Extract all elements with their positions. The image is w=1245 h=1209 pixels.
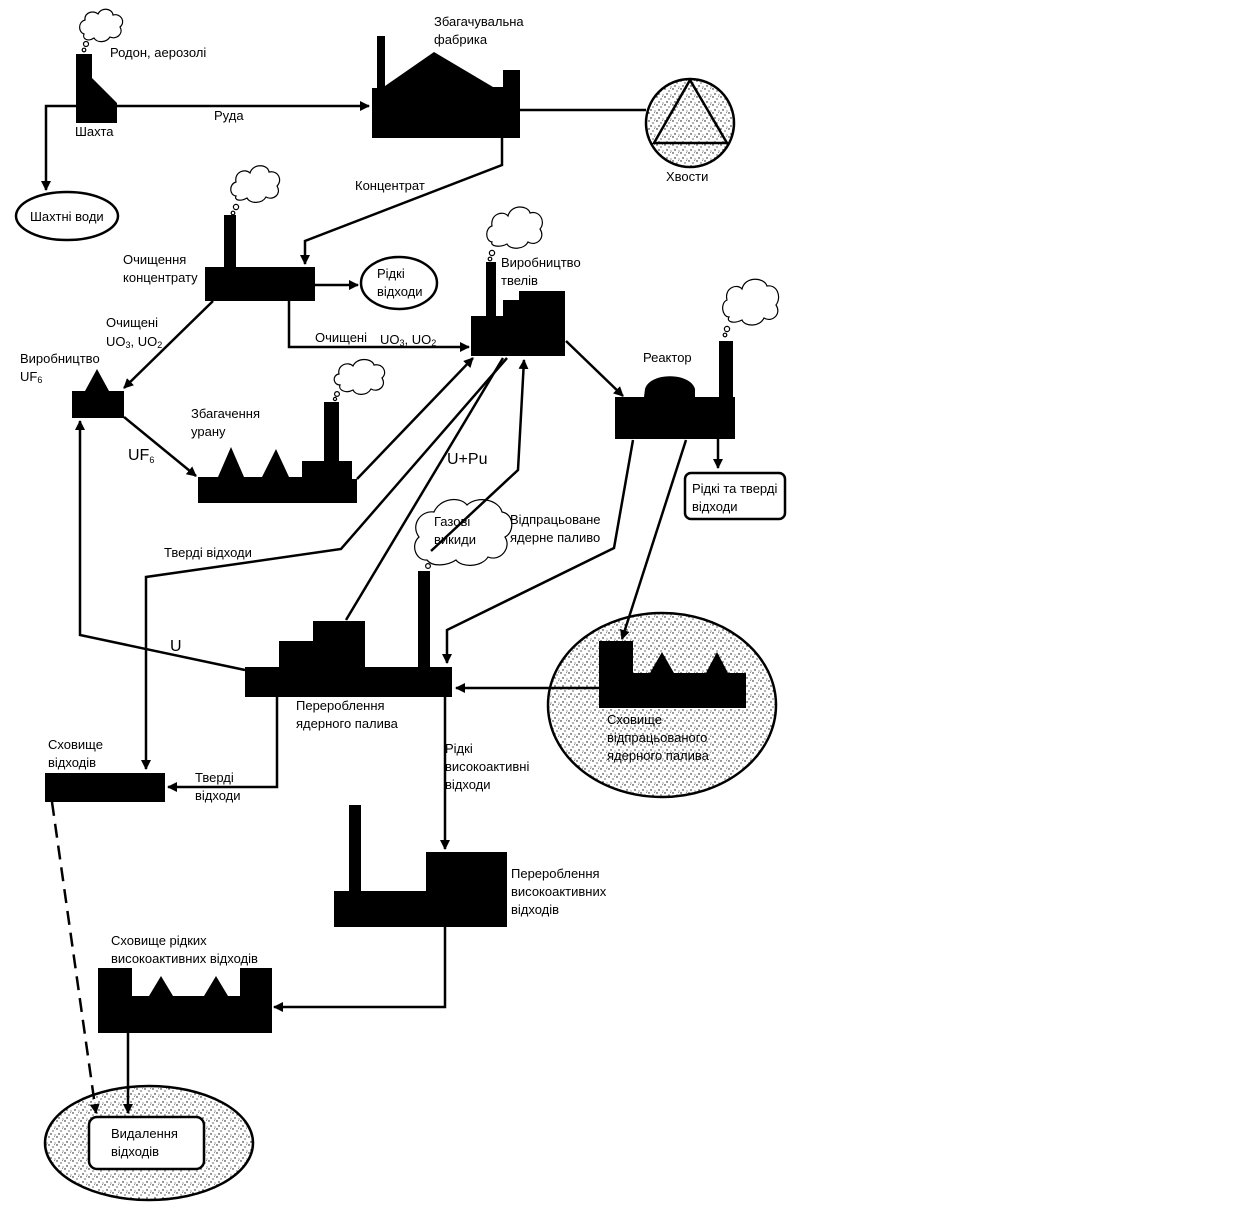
reactor-emission-cloud xyxy=(722,278,780,338)
hlw-processing-label-line1: Перероблення xyxy=(511,866,600,881)
hlw-to-storage-arrow xyxy=(273,927,447,1012)
solid-waste-top-label: Тверді відходи xyxy=(164,545,252,560)
enrichment-building xyxy=(198,402,357,503)
uf6-flow-label: UF6 xyxy=(128,447,154,465)
mill-building xyxy=(372,36,520,138)
mine-water-oval xyxy=(14,190,120,242)
fuel-production-label-line2: твелів xyxy=(501,273,538,288)
reactor-building xyxy=(615,341,735,439)
mine-water-arrow xyxy=(41,104,77,191)
liquid-waste-label-line2: відходи xyxy=(377,284,423,299)
disposal-site-icon xyxy=(43,1084,255,1202)
ore-label: Руда xyxy=(214,108,244,123)
uf6-production-label-line2: UF6 xyxy=(20,369,42,385)
enrichment-emission-cloud xyxy=(332,358,386,402)
spent-fuel-storage-label-line2: відпрацьованого xyxy=(607,730,707,745)
reprocessing-label-line2: ядерного палива xyxy=(296,716,399,731)
enriched-to-fuel-arrow xyxy=(356,357,474,480)
mill-label-line1: Збагачувальна xyxy=(434,14,524,29)
solid-waste-bottom-label-line1: Тверді xyxy=(195,770,234,785)
reactor-label: Реактор xyxy=(643,350,692,365)
hlw-processing-building xyxy=(334,805,507,927)
solid-waste-bottom-arrow xyxy=(167,697,279,792)
reactor-waste-label-line2: відходи xyxy=(692,499,738,514)
spent-fuel-label-line2: ядерне паливо xyxy=(510,530,600,545)
spent-fuel-storage-label-line3: ядерного палива xyxy=(607,748,710,763)
spent-fuel-label-line1: Відпрацьоване xyxy=(510,512,601,527)
gas-emission-label-line2: викиди xyxy=(434,532,476,547)
spent-fuel-storage-icon xyxy=(546,611,778,799)
fuel-production-building xyxy=(471,262,565,356)
purified-to-uf6-arrow xyxy=(123,300,214,389)
waste-storage-label-line1: Сховище xyxy=(48,737,103,752)
disposal-label-line2: відходів xyxy=(111,1144,159,1159)
fuel-production-emission-cloud xyxy=(486,206,543,262)
fuel-to-reactor-arrow xyxy=(565,340,624,397)
solid-waste-top-arrow xyxy=(141,357,508,770)
concentrate-label: Концентрат xyxy=(355,178,425,193)
disposal-label-line1: Видалення xyxy=(111,1126,178,1141)
reprocessing-building xyxy=(245,571,452,697)
gas-emission-label-line1: Газові xyxy=(434,514,470,529)
enrichment-label-line2: урану xyxy=(191,424,226,439)
fuel-production-label-line1: Виробництво xyxy=(501,255,581,270)
mill-label-line2: фабрика xyxy=(434,32,488,47)
hlw-processing-label-line2: високоактивних xyxy=(511,884,607,899)
uo-left-label: UO3, UO2 xyxy=(106,334,162,350)
liquid-waste-label-line1: Рідкі xyxy=(377,266,405,281)
liquid-hlw-label-line2: високоактивні xyxy=(445,759,529,774)
u-recycle-arrow xyxy=(75,420,246,672)
mine-label: Шахта xyxy=(75,124,114,139)
concentrate-purification-building xyxy=(205,215,315,301)
uo-right-label: UO3, UO2 xyxy=(380,332,436,348)
uf6-production-building xyxy=(72,369,124,418)
purified-left-label: Очищені xyxy=(106,315,158,330)
u-pu-label: U+Pu xyxy=(447,451,487,468)
tailings-label: Хвости xyxy=(666,169,708,184)
u-label: U xyxy=(170,638,182,655)
waste-storage-building xyxy=(45,773,165,802)
mine-building xyxy=(76,54,117,123)
reactor-waste-label-line1: Рідкі та тверді xyxy=(692,481,777,496)
reactor-to-storage-arrow xyxy=(619,439,688,640)
purified-to-fuel-arrow xyxy=(287,301,470,352)
reprocessing-label-line1: Перероблення xyxy=(296,698,385,713)
purified-right-label: Очищені xyxy=(315,330,367,345)
mine-emission-cloud xyxy=(79,8,124,53)
purification-label-line2: концентрату xyxy=(123,270,198,285)
uf6-production-label-line1: Виробництво xyxy=(20,351,100,366)
purification-emission-cloud xyxy=(230,165,281,216)
u-pu-arrow xyxy=(430,359,529,552)
mine-water-label: Шахтні води xyxy=(30,209,104,224)
waste-storage-dashed-arrow xyxy=(50,801,100,1114)
liquid-waste-oval xyxy=(359,255,439,311)
purification-label-line1: Очищення xyxy=(123,252,186,267)
mine-emission-label: Родон, аерозолі xyxy=(110,45,206,60)
tailings-pond-icon xyxy=(644,77,736,169)
spent-fuel-storage-label-line1: Сховище xyxy=(607,712,662,727)
liquid-hlw-label-line3: відходи xyxy=(445,777,491,792)
liquid-hlw-storage-label-line1: Сховище рідких xyxy=(111,933,207,948)
uf6-to-enrichment-arrow xyxy=(123,416,197,477)
spent-fuel-arrow xyxy=(442,439,635,664)
waste-storage-label-line2: відходів xyxy=(48,755,96,770)
enrichment-label-line1: Збагачення xyxy=(191,406,260,421)
reprocessing-to-fuel-line xyxy=(344,357,505,621)
liquid-hlw-storage-building xyxy=(98,968,272,1033)
solid-waste-bottom-label-line2: відходи xyxy=(195,788,241,803)
reactor-waste-box xyxy=(683,471,787,521)
gas-emission-cloud xyxy=(414,498,513,569)
liquid-hlw-storage-label-line2: високоактивних відходів xyxy=(111,951,258,966)
hlw-processing-label-line3: відходів xyxy=(511,902,559,917)
concentrate-arrow xyxy=(300,138,504,265)
liquid-hlw-label-line1: Рідкі xyxy=(445,741,473,756)
